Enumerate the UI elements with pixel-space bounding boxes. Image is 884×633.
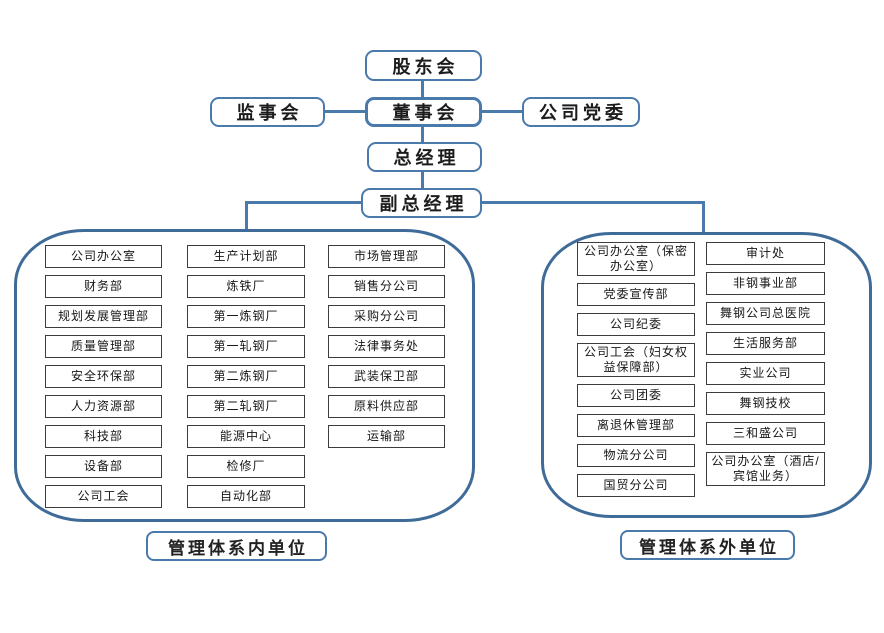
dept-box: 审计处: [706, 242, 825, 265]
dept-box: 规划发展管理部: [45, 305, 162, 328]
dept-box: 运输部: [328, 425, 445, 448]
connector-board-to-gm: [421, 126, 424, 143]
dept-box: 三和盛公司: [706, 422, 825, 445]
dept-box: 国贸分公司: [577, 474, 695, 497]
node-general-manager: 总经理: [367, 142, 482, 172]
connector-shareholders-to-board: [421, 80, 424, 98]
dept-box: 第一轧钢厂: [187, 335, 305, 358]
dept-box: 公司工会（妇女权益保障部）: [577, 343, 695, 377]
dept-box: 采购分公司: [328, 305, 445, 328]
left-group-label: 管理体系内单位: [146, 531, 327, 561]
dept-box: 设备部: [45, 455, 162, 478]
connector-gm-to-dgm: [421, 171, 424, 189]
node-deputy-general-manager: 副总经理: [361, 188, 482, 218]
dept-box: 第二炼钢厂: [187, 365, 305, 388]
dept-box: 离退休管理部: [577, 414, 695, 437]
dept-box: 市场管理部: [328, 245, 445, 268]
right-group-label: 管理体系外单位: [620, 530, 795, 560]
connector-dgm-branch-left-horizontal: [245, 201, 362, 204]
left-group-column-2: 生产计划部炼铁厂第一炼钢厂第一轧钢厂第二炼钢厂第二轧钢厂能源中心检修厂自动化部: [187, 245, 305, 508]
dept-box: 公司办公室: [45, 245, 162, 268]
dept-box: 公司纪委: [577, 313, 695, 336]
right-group-column-1: 公司办公室（保密办公室） 党委宣传部公司纪委公司工会（妇女权益保障部） 公司团委离退…: [577, 242, 695, 497]
dept-box: 舞钢技校: [706, 392, 825, 415]
dept-box: 自动化部: [187, 485, 305, 508]
dept-box: 生产计划部: [187, 245, 305, 268]
right-group-column-2: 审计处非钢事业部舞钢公司总医院生活服务部实业公司舞钢技校三和盛公司公司办公室（酒…: [706, 242, 825, 486]
dept-box: 公司团委: [577, 384, 695, 407]
dept-box: 实业公司: [706, 362, 825, 385]
dept-box: 质量管理部: [45, 335, 162, 358]
dept-box: 科技部: [45, 425, 162, 448]
connector-board-to-party: [481, 110, 523, 113]
dept-box: 党委宣传部: [577, 283, 695, 306]
dept-box: 人力资源部: [45, 395, 162, 418]
dept-box: 物流分公司: [577, 444, 695, 467]
connector-dgm-branch-right-horizontal: [481, 201, 705, 204]
node-party-committee: 公司党委: [522, 97, 640, 127]
dept-box: 非钢事业部: [706, 272, 825, 295]
connector-dgm-branch-right-vertical: [702, 201, 705, 234]
connector-dgm-branch-left-vertical: [245, 201, 248, 232]
dept-box: 能源中心: [187, 425, 305, 448]
dept-box: 安全环保部: [45, 365, 162, 388]
dept-box: 法律事务处: [328, 335, 445, 358]
node-board-of-directors: 董事会: [365, 97, 482, 127]
node-shareholders-meeting: 股东会: [365, 50, 482, 81]
dept-box: 财务部: [45, 275, 162, 298]
dept-box: 公司工会: [45, 485, 162, 508]
dept-box: 公司办公室（保密办公室）: [577, 242, 695, 276]
dept-box: 原料供应部: [328, 395, 445, 418]
dept-box: 舞钢公司总医院: [706, 302, 825, 325]
dept-box: 公司办公室（酒店/宾馆业务）: [706, 452, 825, 486]
left-group-column-1: 公司办公室财务部规划发展管理部质量管理部安全环保部人力资源部科技部设备部公司工会: [45, 245, 162, 508]
dept-box: 生活服务部: [706, 332, 825, 355]
left-group-column-3: 市场管理部销售分公司采购分公司法律事务处武装保卫部原料供应部运输部: [328, 245, 445, 448]
dept-box: 炼铁厂: [187, 275, 305, 298]
dept-box: 武装保卫部: [328, 365, 445, 388]
dept-box: 第一炼钢厂: [187, 305, 305, 328]
dept-box: 第二轧钢厂: [187, 395, 305, 418]
connector-supervisory-to-board: [324, 110, 366, 113]
node-supervisory-board: 监事会: [210, 97, 325, 127]
dept-box: 检修厂: [187, 455, 305, 478]
dept-box: 销售分公司: [328, 275, 445, 298]
